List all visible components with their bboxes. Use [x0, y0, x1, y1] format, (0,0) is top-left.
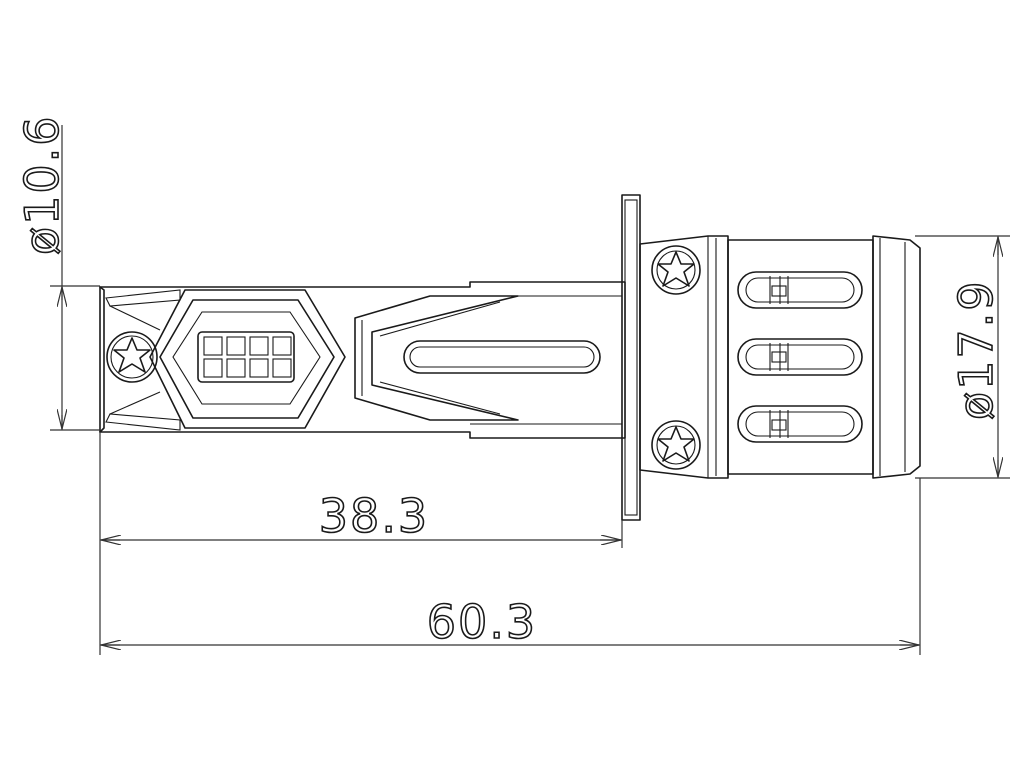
length-total-label: 60.3 [427, 595, 537, 649]
dimension-length-short: 38.3 [99, 432, 623, 655]
mounting-flange [621, 194, 641, 521]
torx-screw-top-icon [651, 245, 701, 295]
dimension-length-total: 60.3 [100, 478, 921, 655]
torx-screw-left-icon [106, 331, 158, 383]
center-slot [403, 340, 601, 374]
length-short-label: 38.3 [319, 489, 429, 543]
led-chip-housing [149, 289, 346, 429]
diameter-large-label: ø17.9 [949, 279, 1003, 420]
collar [639, 235, 729, 479]
vent-slots [737, 271, 863, 443]
dimension-diameter-small: ø10.6 [14, 114, 100, 431]
dimension-diameter-large: ø17.9 [915, 235, 1010, 479]
led-chip-cells [203, 336, 292, 378]
torx-screw-bottom-icon [651, 420, 701, 470]
fan-housing [727, 235, 921, 479]
diameter-small-label: ø10.6 [15, 114, 69, 255]
chevron-fins [354, 295, 519, 421]
